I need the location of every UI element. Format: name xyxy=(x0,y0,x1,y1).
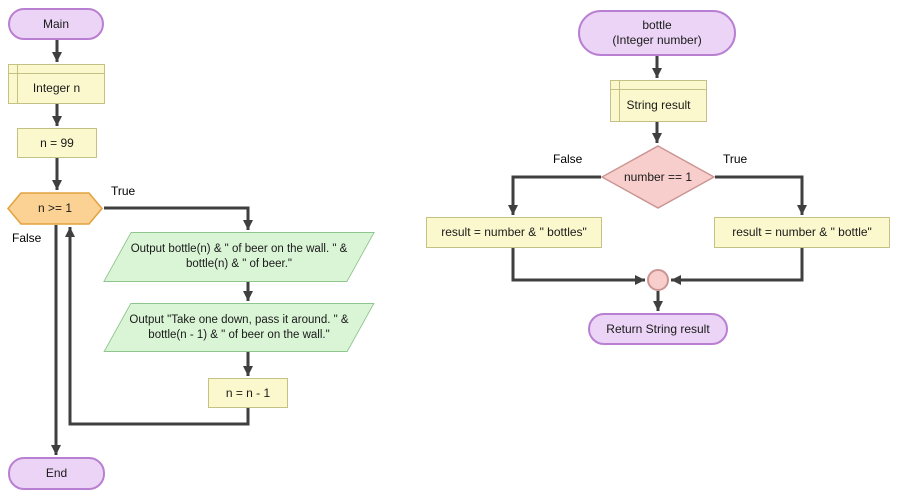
main-declare-node[interactable]: Integer n xyxy=(8,64,105,104)
main-false-label: False xyxy=(12,231,42,245)
output2-line2: bottle(n - 1) & " of beer on the wall." xyxy=(148,328,330,341)
bottle-true-label: True xyxy=(723,152,748,166)
edge-bottle-if-false xyxy=(508,175,601,215)
bottle-true-branch-node[interactable]: result = number & " bottle" xyxy=(714,217,890,248)
output1-line1: Output bottle(n) & " of beer on the wall… xyxy=(130,243,348,256)
edge-bottle-if-true xyxy=(715,175,807,215)
hexagon-shape xyxy=(7,192,103,225)
bottle-false-label: False xyxy=(553,152,583,166)
main-output2-label: Output "Take one down, pass it around. "… xyxy=(103,303,375,352)
main-loop-condition-node[interactable]: n >= 1 xyxy=(7,192,103,225)
edge-bottle-true-merge xyxy=(671,248,804,285)
bottle-condition-label: number == 1 xyxy=(623,169,693,184)
output1-line2: bottle(n) & " of beer." xyxy=(186,258,292,270)
main-output1-label: Output bottle(n) & " of beer on the wall… xyxy=(103,232,375,282)
main-true-label: True xyxy=(111,184,136,198)
main-output1-node[interactable]: Output bottle(n) & " of beer on the wall… xyxy=(103,232,375,282)
bottle-false-branch-node[interactable]: result = number & " bottles" xyxy=(426,217,602,248)
main-start-terminal[interactable]: Main xyxy=(8,8,104,40)
main-loop-condition-label: n >= 1 xyxy=(37,201,73,215)
diamond-shape xyxy=(601,145,715,209)
main-output2-node[interactable]: Output "Take one down, pass it around. "… xyxy=(103,303,375,352)
main-assign-init-node[interactable]: n = 99 xyxy=(17,128,97,158)
bottle-return-terminal[interactable]: Return String result xyxy=(588,313,728,345)
main-assign-decrement-node[interactable]: n = n - 1 xyxy=(208,378,288,408)
edge-bottle-false-merge xyxy=(511,248,645,285)
bottle-start-line2: (Integer number) xyxy=(612,33,702,47)
output2-line1: Output "Take one down, pass it around. "… xyxy=(129,313,349,326)
main-end-terminal[interactable]: End xyxy=(8,457,105,490)
bottle-start-terminal[interactable]: bottle (Integer number) xyxy=(578,10,736,56)
bottle-start-line1: bottle xyxy=(642,18,672,32)
merge-junction[interactable] xyxy=(647,269,669,291)
bottle-condition-node[interactable]: number == 1 xyxy=(601,145,715,209)
bottle-declare-node[interactable]: String result xyxy=(610,80,707,122)
edge-main-loop-true xyxy=(104,206,253,230)
